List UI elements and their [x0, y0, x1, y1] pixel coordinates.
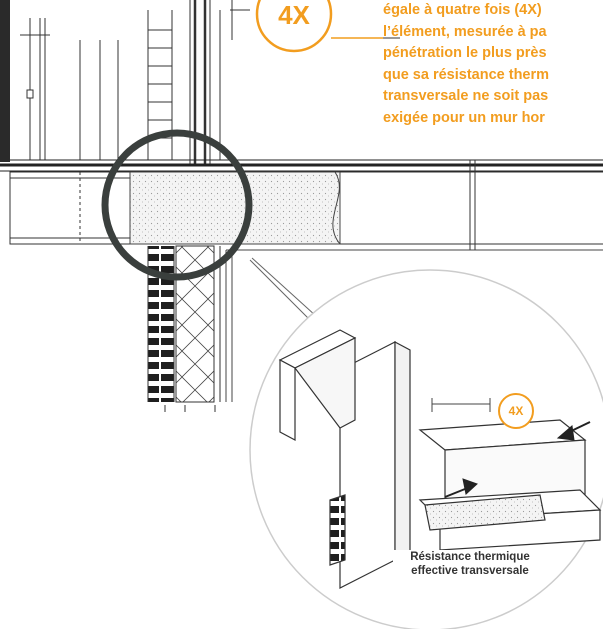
leader-lines [249, 257, 317, 321]
small-4x-badge-ring [498, 393, 534, 429]
detail-arrows [444, 421, 591, 498]
large-4x-badge-ring [255, 0, 333, 53]
slab-top [0, 159, 603, 172]
callout-line-6: exigée pour un mur hor [383, 109, 545, 126]
slab-break [332, 171, 341, 245]
detail-label: Résistance thermique effective transvers… [393, 550, 547, 578]
callout-line-1: égale à quatre fois (4X) [383, 2, 542, 18]
dimension-marks [164, 405, 216, 412]
small-4x-badge-label: 4X [508, 404, 524, 418]
callout-line-3: pénétration le plus près [383, 45, 547, 61]
junction-highlight-ring [101, 129, 253, 281]
right-slab-lines [340, 160, 603, 250]
callout-line-4: que sa résistance therm [383, 66, 550, 83]
upper-left-wall [20, 18, 119, 160]
detail-label-line-1: Résistance thermique [410, 551, 530, 563]
detail-circle [249, 269, 603, 631]
detail-label-line-2: effective transversale [411, 565, 529, 577]
callout-line-5: transversale ne soit pas [383, 88, 549, 104]
large-4x-badge-label: 4X [278, 0, 310, 30]
callout-text-block: égale à quatre fois (4X) l’élément, mesu… [383, 0, 603, 129]
concrete-slab [129, 171, 341, 245]
left-edge-bar [0, 0, 10, 162]
callout-line-2: l’élément, mesurée à pa [383, 23, 547, 40]
